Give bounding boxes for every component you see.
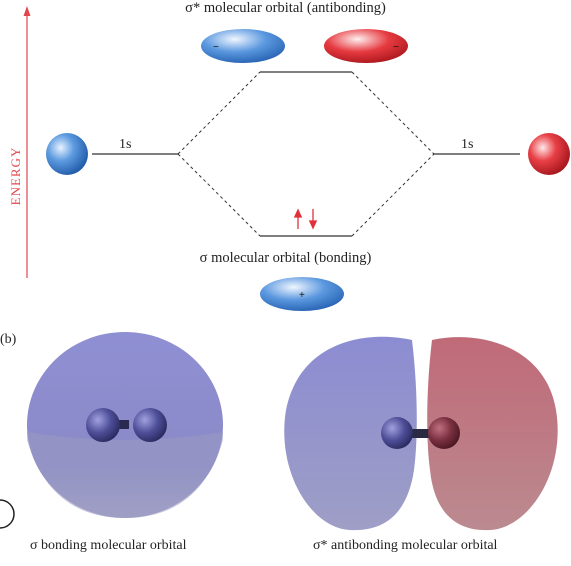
bonding-mo-3d [27, 332, 223, 518]
bonding-title: σ molecular orbital (bonding) [199, 250, 372, 266]
bonding-sign: + [299, 290, 305, 301]
energy-arrow-head-icon [23, 6, 31, 16]
left-ao-label: 1s [119, 137, 132, 152]
corr-left-to-bonding [177, 153, 261, 237]
bonding-caption: σ bonding molecular orbital [30, 538, 187, 553]
energy-axis-label: ENERGY [8, 146, 23, 206]
antibonding-blue-lobe [201, 29, 285, 63]
correlation-lines [177, 71, 435, 237]
bonding-cloud-lower-shade [27, 432, 223, 518]
antibonding-title: σ* molecular orbital (antibonding) [185, 0, 386, 16]
bonding-blue-lobe [260, 277, 344, 311]
antibonding-atom-left [381, 417, 413, 449]
spin-down-arrow-head-icon [308, 220, 318, 230]
bonding-atom-right [133, 408, 167, 442]
right-ao-label: 1s [461, 137, 474, 152]
corr-left-to-antibonding [177, 71, 261, 155]
antibonding-atom-right [428, 417, 460, 449]
spin-up-arrow-head-icon [293, 208, 303, 218]
bonding-atom-left [86, 408, 120, 442]
left-1s-orbital-sphere [46, 133, 88, 175]
corr-bonding-to-right [351, 153, 435, 237]
antibonding-blue-cloud [284, 336, 417, 531]
antibonding-red-lobe [324, 29, 408, 63]
antibonding-left-sign: − [213, 42, 219, 53]
antibonding-bond-stick [406, 429, 436, 438]
right-1s-orbital-sphere [528, 133, 570, 175]
antibonding-red-cloud [427, 337, 558, 531]
edge-circle-fragment-icon [0, 499, 15, 529]
energy-axis [23, 6, 31, 278]
electron-pair [293, 208, 318, 230]
antibonding-mo-3d [284, 336, 558, 531]
panel-b-label: (b) [0, 332, 17, 347]
antibonding-right-sign: − [393, 42, 399, 53]
antibonding-caption: σ* antibonding molecular orbital [313, 538, 498, 553]
corr-antibonding-to-right [351, 71, 435, 155]
